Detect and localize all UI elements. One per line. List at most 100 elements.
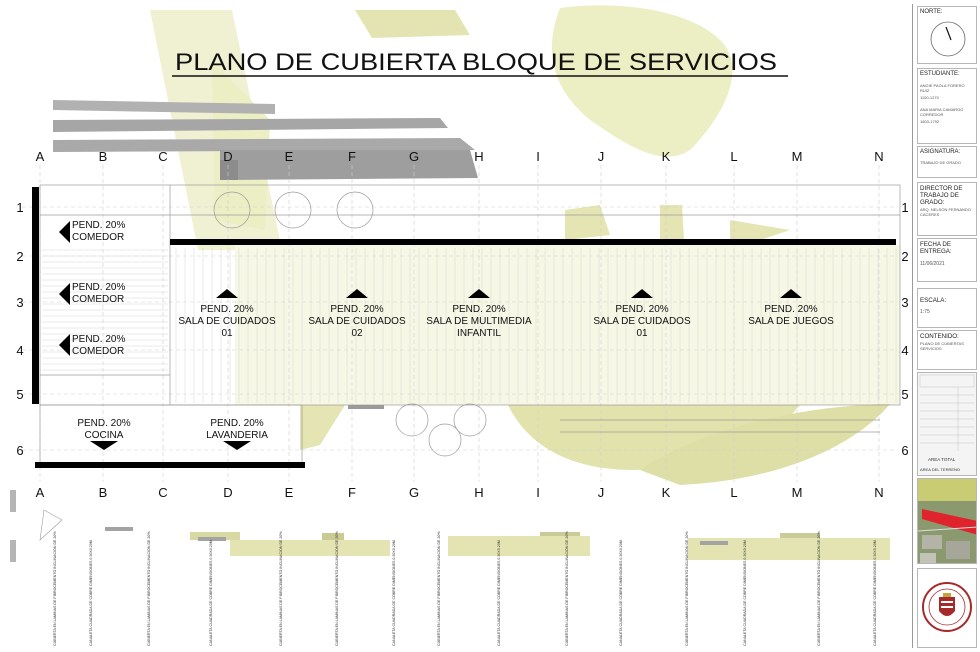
grid-axis-label: D	[223, 149, 232, 164]
grid-axis-label: 3	[16, 295, 23, 310]
grid-axis-label: K	[662, 485, 671, 500]
grid-axis-label: K	[662, 149, 671, 164]
section-note: CUBIERTA EN LAMINAS DE FIBROCEMENTO INCL…	[437, 531, 441, 646]
slope-name: SALA DE JUEGOS	[748, 316, 834, 327]
section-notes: CUBIERTA EN LAMINAS DE FIBROCEMENTO INCL…	[53, 531, 877, 646]
slope-sala-cuidados-02: PEND. 20% SALA DE CUIDADOS 02	[308, 289, 406, 339]
slope-name: LAVANDERIA	[206, 430, 268, 441]
grey-stripes	[53, 100, 478, 180]
scale-value: 1:75	[920, 309, 930, 315]
grid-axis-label: B	[99, 485, 108, 500]
site-hatch	[150, 5, 900, 485]
section-note: CUBIERTA EN LAMINAS DE FIBROCEMENTO INCL…	[335, 531, 339, 646]
roof-sheet-hatch	[42, 248, 897, 403]
slope-arrow-left-icon	[59, 283, 70, 305]
subject-cell: ASIGNATURA: TRABAJO DE GRADO	[917, 146, 977, 178]
section-note: CUBIERTA EN LAMINAS DE FIBROCEMENTO INCL…	[685, 531, 689, 646]
section-note: CANALETA CUADRADA DE COBRE DIMENSIONES 0…	[619, 540, 623, 646]
title-block: NORTE: ESTUDIANTE: ANGIE PAOLA FORERO RU…	[912, 4, 979, 648]
section-note: CUBIERTA EN LAMINAS DE FIBROCEMENTO INCL…	[565, 531, 569, 646]
slope-sub: 01	[221, 328, 233, 339]
slope-sala-juegos: PEND. 20% SALA DE JUEGOS	[748, 289, 834, 327]
slope-name: COMEDOR	[72, 294, 124, 305]
slope-pend: PEND. 20%	[330, 304, 383, 315]
slope-arrow-up-icon	[216, 289, 238, 298]
date-value: 11/06/2021	[920, 261, 945, 267]
area-table: AREA TOTAL AREA DEL TERRENO	[917, 372, 977, 476]
grid-axis-label: M	[792, 485, 803, 500]
slope-sala-cuidados-01-a: PEND. 20% SALA DE CUIDADOS 01	[178, 289, 276, 339]
slope-name: SALA DE MULTIMEDIA	[426, 316, 532, 327]
slope-pend: PEND. 20%	[452, 304, 505, 315]
slope-arrow-down-icon	[90, 441, 118, 450]
slope-arrow-up-icon	[631, 289, 653, 298]
scale-label: ESCALA:	[920, 297, 947, 304]
grid-axis-label: B	[99, 149, 108, 164]
section-note: CUBIERTA EN LAMINAS DE FIBROCEMENTO INCL…	[147, 531, 151, 646]
grid-axis-label: C	[158, 485, 167, 500]
comedor-slopes: PEND. 20% COMEDOR PEND. 20% COMEDOR PEND…	[59, 220, 125, 357]
subject-value: TRABAJO DE GRADO	[920, 160, 961, 165]
slope-arrow-down-icon	[223, 441, 251, 450]
slope-arrow-up-icon	[780, 289, 802, 298]
section-note: CANALETA CUADRADA DE COBRE DIMENSIONES 0…	[89, 540, 93, 646]
slope-arrow-up-icon	[346, 289, 368, 298]
grid-axis-label: M	[792, 149, 803, 164]
slope-comedor-1: PEND. 20% COMEDOR	[59, 220, 125, 243]
grid-axis-label: A	[36, 149, 45, 164]
section-note: CANALETA CUADRADA DE COBRE DIMENSIONES 0…	[873, 540, 877, 646]
date-label: FECHA DE ENTREGA:	[920, 241, 952, 255]
slope-name: COCINA	[85, 430, 124, 441]
grid-axis-label: E	[285, 149, 294, 164]
grid-axis-label: D	[223, 485, 232, 500]
slope-sub: 02	[351, 328, 363, 339]
service-slopes: PEND. 20% COCINA PEND. 20% LAVANDERIA	[77, 418, 268, 450]
student-1-name: ANGIE PAOLA FORERO RUIZ	[920, 83, 965, 93]
section-note: CUBIERTA EN LAMINAS DE FIBROCEMENTO INCL…	[817, 531, 821, 646]
grid-axis-label: 4	[16, 343, 23, 358]
slope-arrow-up-icon	[468, 289, 490, 298]
roof-plan-drawing: PLANO DE CUBIERTA BLOQUE DE SERVICIOS A B…	[10, 5, 909, 646]
section-note: CUBIERTA EN LAMINAS DE FIBROCEMENTO INCL…	[53, 531, 57, 646]
roof-edge-lines	[32, 187, 896, 468]
content-cell: CONTENIDO: PLANO DE CUBIERTAS SERVICIOS	[917, 330, 977, 370]
drawing-title: PLANO DE CUBIERTA BLOQUE DE SERVICIOS	[175, 49, 777, 76]
grid-axis-label: G	[409, 485, 419, 500]
slope-pend: PEND. 20%	[615, 304, 668, 315]
slope-pend: PEND. 20%	[72, 334, 125, 345]
slope-name: COMEDOR	[72, 346, 124, 357]
grid-axis-label: 2	[901, 249, 908, 264]
slope-name: SALA DE CUIDADOS	[308, 316, 406, 327]
student-cell: ESTUDIANTE: ANGIE PAOLA FORERO RUIZ 1100…	[917, 68, 977, 144]
director-value: ARQ. NELSON FERNANDO CACERES	[920, 207, 971, 217]
section-note: CANALETA CUADRADA DE COBRE DIMENSIONES 0…	[497, 540, 501, 646]
site-map	[917, 478, 977, 564]
university-seal-icon	[922, 582, 972, 632]
slope-arrow-left-icon	[59, 221, 70, 243]
grid-axis-label: 1	[901, 200, 908, 215]
grid-axis-label: I	[536, 485, 540, 500]
grid-axis-label: F	[348, 485, 356, 500]
grid-axis-label: C	[158, 149, 167, 164]
grid-axis-label: 6	[16, 443, 23, 458]
slope-cocina: PEND. 20% COCINA	[77, 418, 131, 450]
date-cell: FECHA DE ENTREGA: 11/06/2021	[917, 238, 977, 282]
scale-cell: ESCALA: 1:75	[917, 288, 977, 328]
area-table-grid	[919, 374, 975, 451]
director-cell: DIRECTOR DE TRABAJO DE GRADO: ARQ. NELSO…	[917, 182, 977, 236]
grid-axis-label: H	[474, 485, 483, 500]
site-map-image	[918, 479, 976, 563]
section-note: CANALETA CUADRADA DE COBRE DIMENSIONES 0…	[392, 540, 396, 646]
slope-sala-cuidados-01-b: PEND. 20% SALA DE CUIDADOS 01	[593, 289, 691, 339]
subject-label: ASIGNATURA:	[920, 149, 961, 155]
grid-axis-label: L	[730, 485, 737, 500]
student-2-code: 1803-1792	[920, 119, 940, 124]
grid-axis-label: 5	[16, 387, 23, 402]
slope-sub: 01	[636, 328, 648, 339]
room-slopes: PEND. 20% SALA DE CUIDADOS 01 PEND. 20% …	[178, 289, 834, 339]
area-lot-label: AREA DEL TERRENO	[920, 467, 961, 472]
slope-arrow-left-icon	[59, 334, 70, 356]
